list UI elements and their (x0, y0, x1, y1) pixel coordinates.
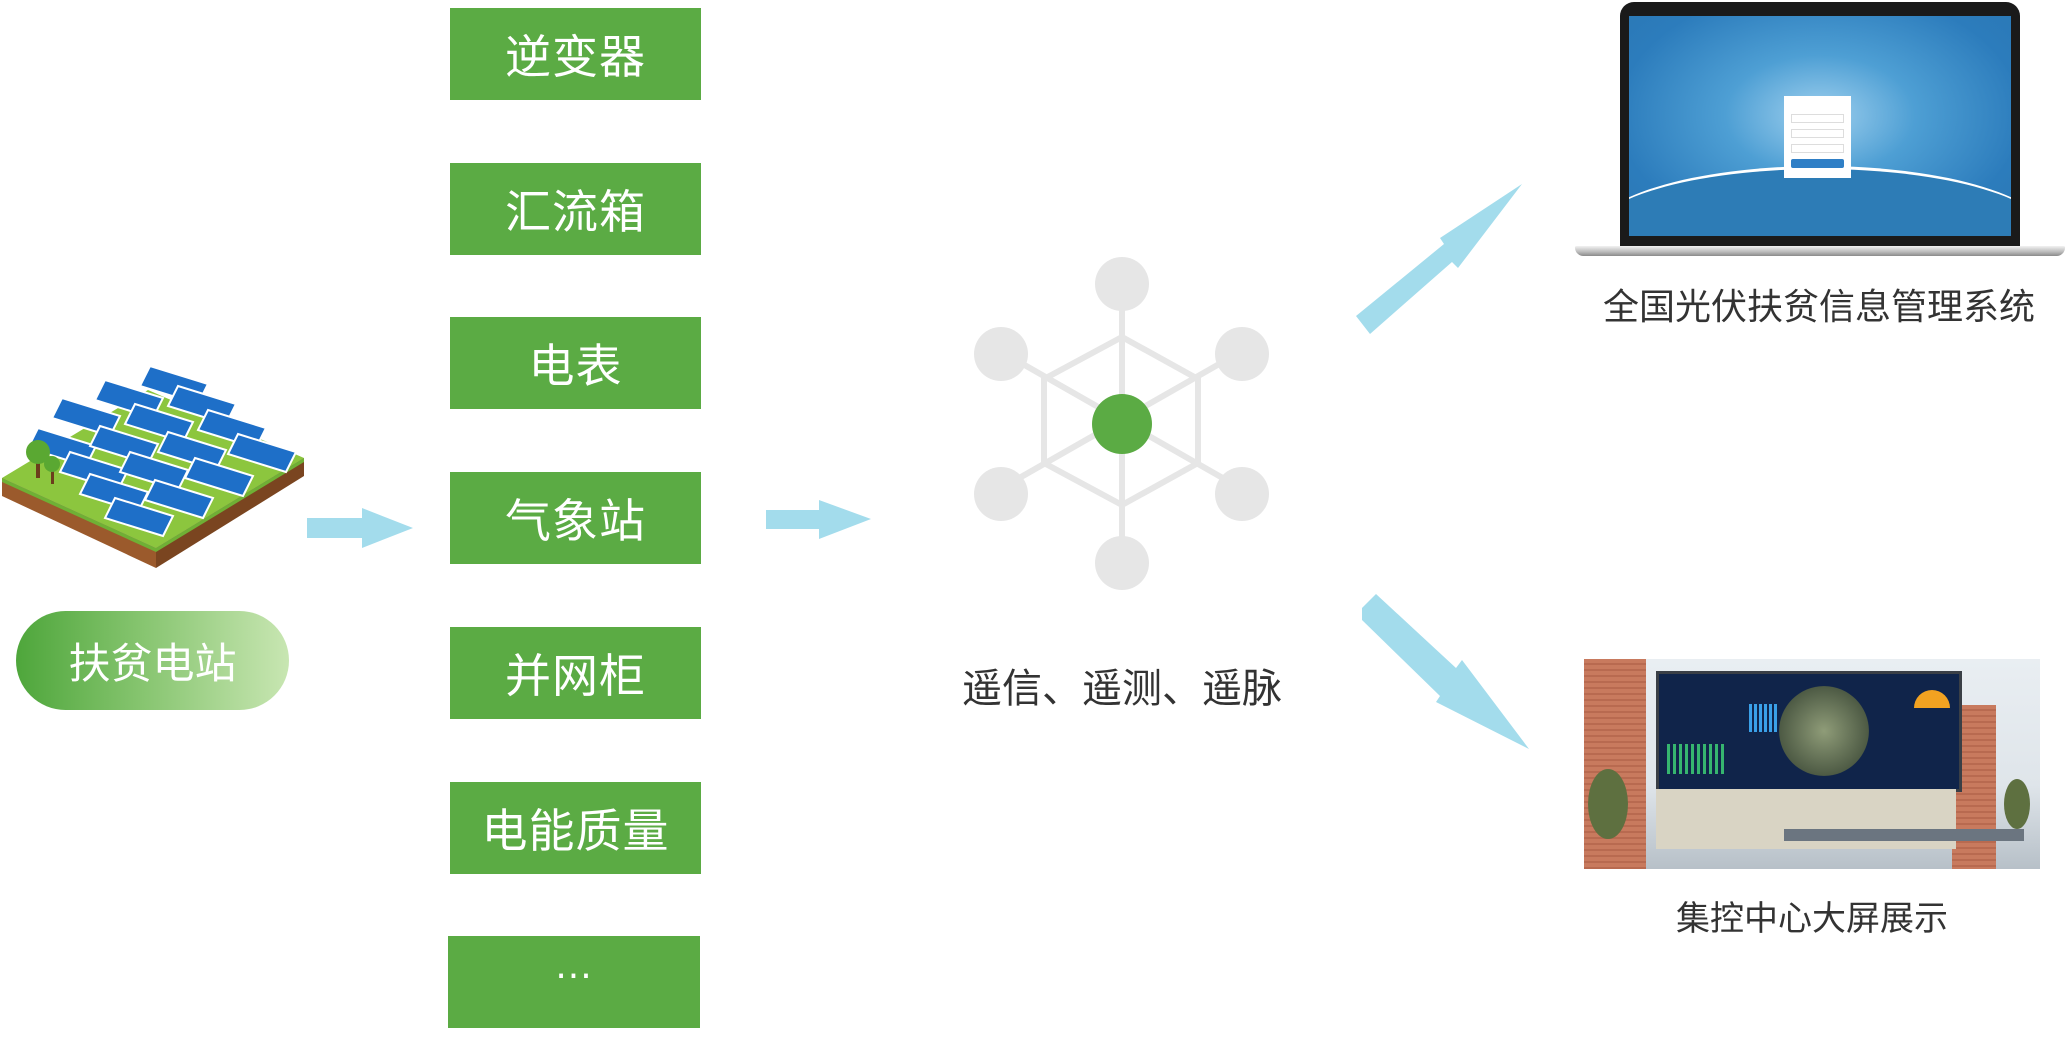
control-center-caption: 集控中心大屏展示 (1676, 899, 1948, 939)
control-center-video-wall-icon (1584, 659, 2040, 869)
device-label: ··· (555, 955, 593, 997)
hub-center-node (1092, 394, 1152, 454)
device-label: 逆变器 (505, 30, 646, 84)
hub-hexagon (1041, 333, 1201, 509)
device-box-weather-station: 气象站 (450, 472, 701, 564)
device-box-more: ··· (448, 936, 700, 1028)
hub-node-bottom (1095, 536, 1149, 590)
arrow-devices-to-hub-icon (766, 500, 871, 539)
video-wall-map (1779, 686, 1869, 776)
login-card (1784, 96, 1851, 178)
device-label: 气象站 (505, 494, 646, 548)
desk (1784, 829, 2024, 841)
arrow-station-to-devices-icon (307, 508, 413, 548)
hub-node-lower-right (1215, 467, 1269, 521)
laptop-base (1575, 246, 2065, 256)
login-field (1791, 144, 1844, 153)
login-button (1791, 159, 1844, 168)
hub-spoke (998, 348, 1244, 492)
station-label-text: 扶贫电站 (68, 639, 237, 688)
arrow-hub-to-control-center-icon (1362, 594, 1529, 749)
device-label: 汇流箱 (505, 185, 646, 239)
device-label: 电能质量 (481, 804, 670, 858)
video-wall-gauge (1914, 690, 1950, 708)
login-field (1791, 114, 1844, 123)
laptop-screen (1629, 16, 2011, 236)
hub-node-top (1095, 257, 1149, 311)
laptop-login-screen-icon (1575, 0, 2065, 256)
device-label: 电表 (528, 339, 623, 393)
hub-node-upper-right (1215, 327, 1269, 381)
device-box-meter: 电表 (450, 317, 701, 409)
device-box-grid-cabinet: 并网柜 (450, 627, 701, 719)
system-caption: 全国光伏扶贫信息管理系统 (1602, 287, 2036, 328)
hub-node-lower-left (974, 467, 1028, 521)
hub-spoke (998, 348, 1244, 492)
video-wall-chart (1667, 744, 1727, 774)
station-label: 扶贫电站 (16, 611, 289, 710)
arrow-hub-to-system-icon (1356, 184, 1522, 334)
device-box-power-quality: 电能质量 (450, 782, 701, 874)
hub-node-upper-left (974, 327, 1028, 381)
hub-caption: 遥信、遥测、遥脉 (962, 666, 1282, 712)
video-wall (1656, 671, 1962, 792)
device-label: 并网柜 (505, 649, 646, 703)
plant-right (2004, 779, 2030, 829)
login-field (1791, 129, 1844, 138)
brick-wall-left (1584, 659, 1646, 869)
device-box-combiner-box: 汇流箱 (450, 163, 701, 255)
plant-left (1588, 769, 1628, 839)
device-box-inverter: 逆变器 (450, 8, 701, 100)
video-wall-chart (1749, 704, 1779, 732)
